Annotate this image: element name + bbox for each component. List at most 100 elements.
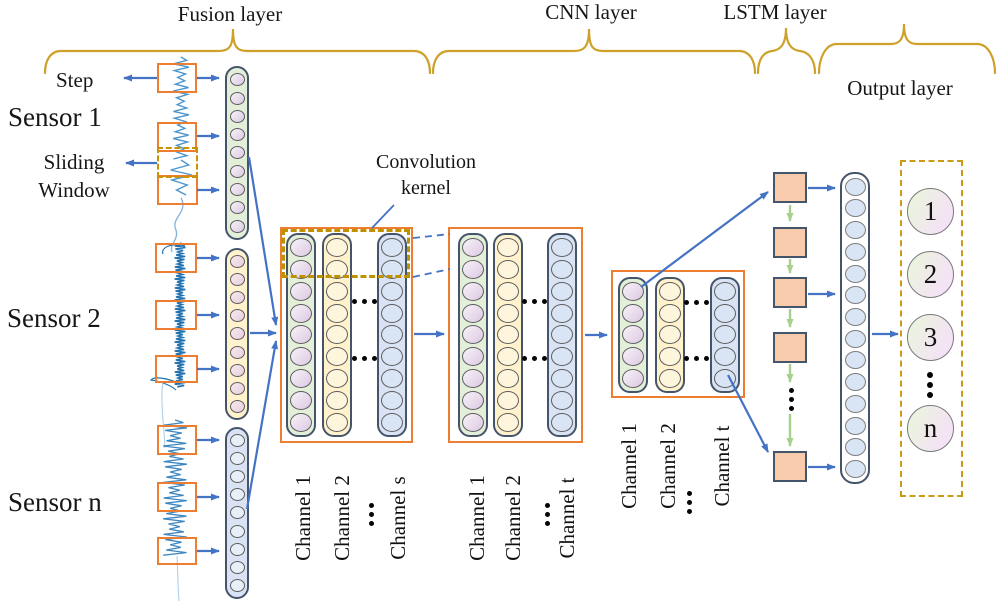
neuron-node [551, 369, 573, 389]
neuron-node [290, 413, 312, 433]
lstm-cell-5 [773, 451, 807, 482]
neuron-node [229, 164, 245, 178]
group2-label-ellipsis [545, 503, 550, 526]
neuron-node [381, 369, 403, 389]
cnn-group2-ellipsis-top [522, 299, 547, 304]
sensorN-window-1 [157, 425, 197, 455]
group3-channel2-label: Channel 2 [656, 423, 680, 509]
neuron-node [844, 308, 866, 327]
cnn-group3-channel1 [618, 277, 648, 393]
neuron-node [229, 183, 245, 197]
neuron-node [326, 281, 348, 301]
neuron-node [326, 413, 348, 433]
neuron-node [497, 413, 519, 433]
neuron-node [290, 281, 312, 301]
cnn-group3-ellipsis-top [684, 300, 709, 305]
neuron-node [622, 325, 644, 345]
sensor2-waveform-flick [149, 377, 181, 391]
neuron-node [844, 394, 866, 413]
cnn-group1-channel2 [322, 233, 352, 437]
neuron-node [714, 303, 736, 323]
convolution-line1: Convolution [375, 151, 476, 173]
neuron-node [229, 470, 245, 484]
neuron-node [462, 325, 484, 345]
neuron-node [844, 221, 866, 240]
neuron-node [497, 347, 519, 367]
neuron-node [551, 281, 573, 301]
neuron-node [714, 281, 736, 301]
neuron-node [497, 325, 519, 345]
neuron-node [326, 369, 348, 389]
neuron-node [659, 281, 681, 301]
neuron-node [326, 303, 348, 323]
cnn-group2-ellipsis-bottom [522, 356, 547, 361]
sensor1-window-2 [157, 122, 197, 152]
neuron-node [844, 351, 866, 370]
sensor-1-label: Sensor 1 [8, 102, 102, 132]
neuron-node [326, 259, 348, 279]
fusion-vector-sensorN [225, 427, 249, 599]
lstm-output-vector [840, 172, 870, 484]
cnn-layer-label: CNN layer [545, 0, 637, 24]
neuron-node [844, 438, 866, 457]
neuron-node [844, 373, 866, 392]
group1-channel2-label: Channel 2 [330, 475, 354, 561]
neuron-node [229, 399, 245, 413]
sensor2-waveform-faint-tail [161, 381, 166, 449]
neuron-node [497, 303, 519, 323]
neuron-node [229, 146, 245, 160]
neuron-node [229, 128, 245, 142]
neuron-node [551, 413, 573, 433]
neuron-node [381, 303, 403, 323]
output-node-2-label: 2 [923, 259, 938, 289]
neuron-node [326, 391, 348, 411]
neuron-node [290, 347, 312, 367]
sensor1-window-3 [157, 175, 198, 205]
neuron-node [290, 237, 312, 257]
neuron-node [622, 281, 644, 301]
neuron-node [714, 325, 736, 345]
neuron-node [229, 219, 245, 233]
group3-channel1-label: Channel 1 [617, 423, 641, 509]
lstm-cell-4 [773, 332, 807, 363]
sensor1-window-1 [157, 63, 197, 93]
neuron-node [622, 347, 644, 367]
output-node-n-label: n [923, 413, 938, 443]
neuron-node [229, 201, 245, 215]
sensor2-window-2 [155, 300, 197, 330]
output-ellipsis [927, 372, 933, 398]
neuron-node [381, 281, 403, 301]
group1-channel1-label: Channel 1 [291, 475, 315, 561]
neuron-node [844, 460, 866, 479]
cnn-group2-channel2 [493, 233, 523, 437]
lstm-ellipsis [789, 388, 794, 411]
neuron-node [381, 347, 403, 367]
neuron-node [229, 542, 245, 556]
neuron-node [229, 488, 245, 502]
output-node-1: 1 [907, 188, 954, 235]
neuron-node [462, 259, 484, 279]
neuron-node [229, 109, 245, 123]
neuron-node [844, 199, 866, 218]
neuron-node [844, 264, 866, 283]
sensor2-waveform-hook [161, 244, 186, 255]
neuron-node [551, 325, 573, 345]
output-node-n: n [907, 405, 954, 452]
sensor1-sliding-window-dashed [157, 147, 198, 178]
sensor-n-label: Sensor n [8, 487, 102, 517]
sensor2-waveform [174, 242, 187, 388]
neuron-node [844, 286, 866, 305]
neuron-node [659, 325, 681, 345]
neuron-node [462, 413, 484, 433]
cnn-group3-ellipsis-bottom [684, 356, 709, 361]
neuron-node [551, 237, 573, 257]
neuron-node [497, 369, 519, 389]
neuron-node [462, 369, 484, 389]
neuron-node [290, 259, 312, 279]
sliding-window-line2: Window [38, 178, 110, 202]
group3-channelT-label: Channel t [710, 425, 734, 507]
sensor2-window-1 [155, 243, 197, 273]
neuron-node [229, 524, 245, 538]
cnn-group1-ellipsis-top [352, 299, 377, 304]
